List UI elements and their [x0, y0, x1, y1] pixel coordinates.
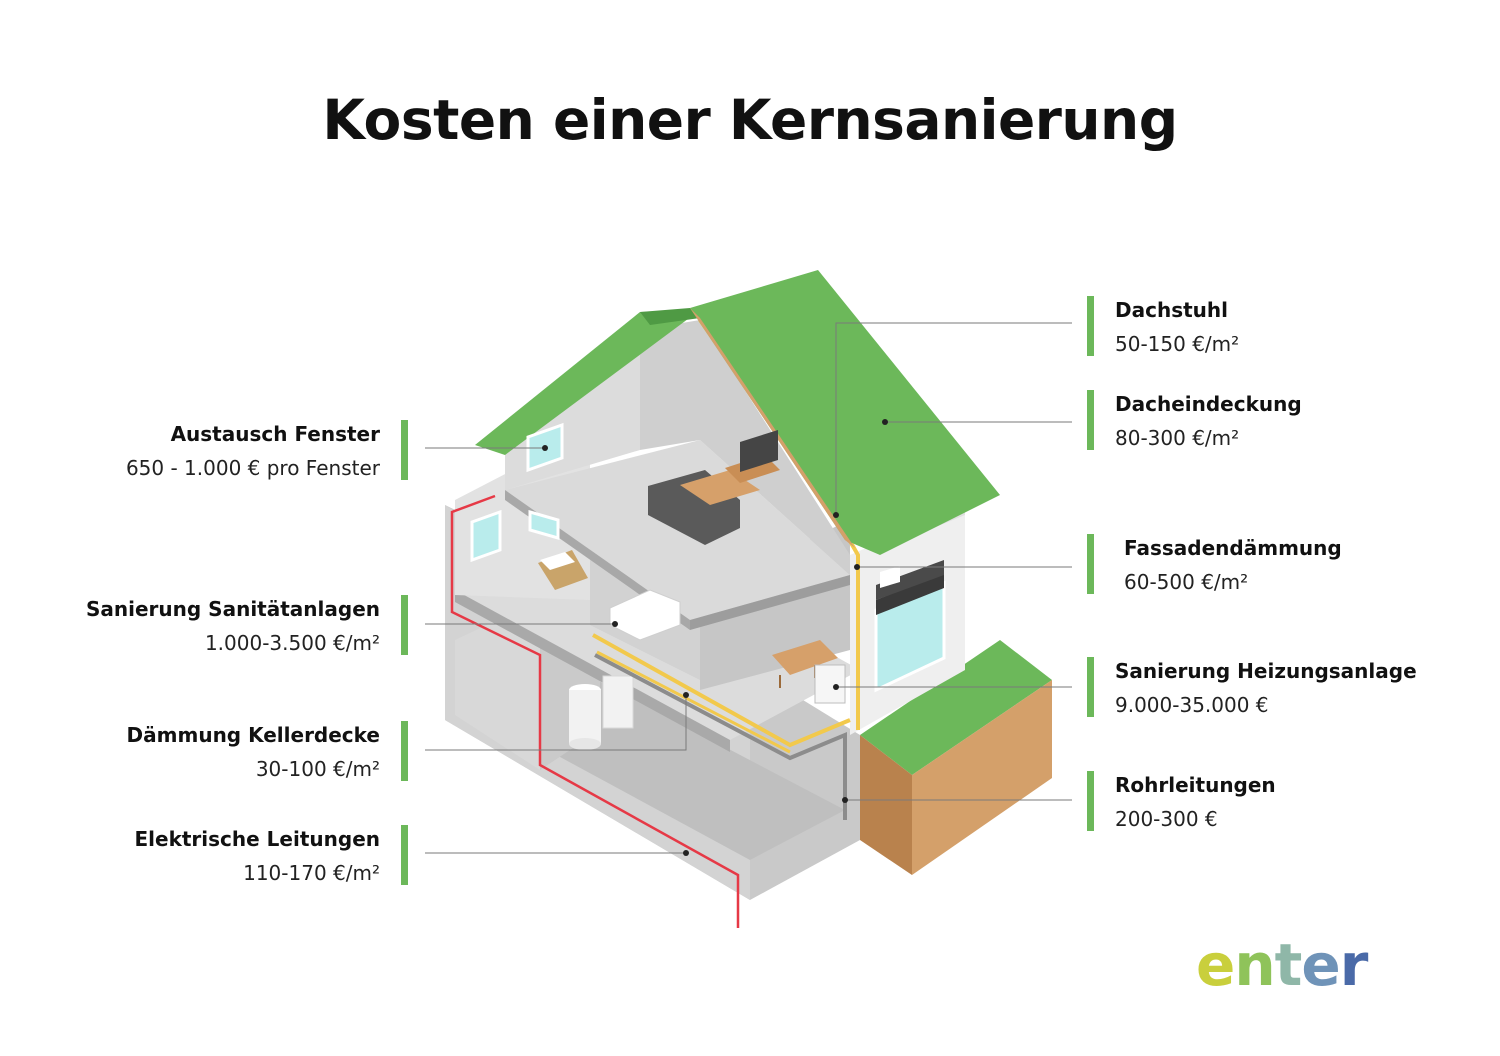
accent-bar: [1087, 771, 1094, 831]
label-sanierung-heizungsanlage: Sanierung Heizungsanlage 9.000-35.000 €: [1087, 657, 1417, 719]
label-sanierung-sanitaetanlagen: Sanierung Sanitätanlagen 1.000-3.500 €/m…: [86, 595, 408, 657]
label-rohrleitungen: Rohrleitungen 200-300 €: [1087, 771, 1276, 833]
accent-bar: [1087, 390, 1094, 450]
label-name: Elektrische Leitungen: [134, 827, 380, 851]
label-name: Fassadendämmung: [1124, 536, 1342, 560]
label-name: Dachstuhl: [1115, 298, 1228, 322]
label-austausch-fenster: Austausch Fenster 650 - 1.000 € pro Fens…: [125, 420, 408, 482]
accent-bar: [1087, 657, 1094, 717]
label-dacheindeckung: Dacheindeckung 80-300 €/m²: [1087, 390, 1302, 452]
logo-letter: r: [1339, 931, 1369, 999]
label-value: 50-150 €/m²: [1115, 332, 1240, 356]
label-value: 110-170 €/m²: [243, 861, 380, 885]
label-name: Dacheindeckung: [1115, 392, 1302, 416]
pipe-lines: [594, 650, 847, 820]
label-value: 60-500 €/m²: [1124, 570, 1249, 594]
enter-logo: enter: [1196, 931, 1369, 999]
accent-bar: [1087, 296, 1094, 356]
leader-lines: [425, 322, 1072, 854]
label-name: Dämmung Kellerdecke: [126, 723, 380, 747]
label-name: Sanierung Sanitätanlagen: [86, 597, 380, 621]
roof: [475, 270, 1000, 555]
logo-letter: t: [1274, 931, 1303, 999]
leader-dots: [542, 419, 888, 856]
electric-line: [450, 494, 740, 928]
accent-bar: [401, 825, 408, 885]
page-title: Kosten einer Kernsanierung: [322, 88, 1178, 152]
label-value: 9.000-35.000 €: [1115, 693, 1269, 717]
label-fassadendaemmung: Fassadendämmung 60-500 €/m²: [1087, 534, 1342, 596]
logo-letter: e: [1196, 931, 1235, 999]
accent-bar: [401, 595, 408, 655]
label-dachstuhl: Dachstuhl 50-150 €/m²: [1087, 296, 1240, 358]
label-value: 650 - 1.000 € pro Fenster: [125, 456, 380, 480]
label-daemmung-kellerdecke: Dämmung Kellerdecke 30-100 €/m²: [126, 721, 408, 783]
label-value: 30-100 €/m²: [255, 757, 380, 781]
label-value: 200-300 €: [1115, 807, 1218, 831]
label-value: 1.000-3.500 €/m²: [204, 631, 380, 655]
logo-letter: n: [1234, 931, 1275, 999]
accent-bar: [401, 420, 408, 480]
label-value: 80-300 €/m²: [1115, 426, 1240, 450]
ground-block: [860, 640, 1052, 875]
accent-bar: [1087, 534, 1094, 594]
logo-letter: e: [1301, 931, 1340, 999]
windows: [470, 422, 946, 693]
label-name: Sanierung Heizungsanlage: [1115, 659, 1417, 683]
label-name: Austausch Fenster: [170, 422, 380, 446]
accent-bar: [401, 721, 408, 781]
label-name: Rohrleitungen: [1115, 773, 1276, 797]
label-elektrische-leitungen: Elektrische Leitungen 110-170 €/m²: [134, 825, 408, 887]
furniture: [538, 430, 846, 750]
